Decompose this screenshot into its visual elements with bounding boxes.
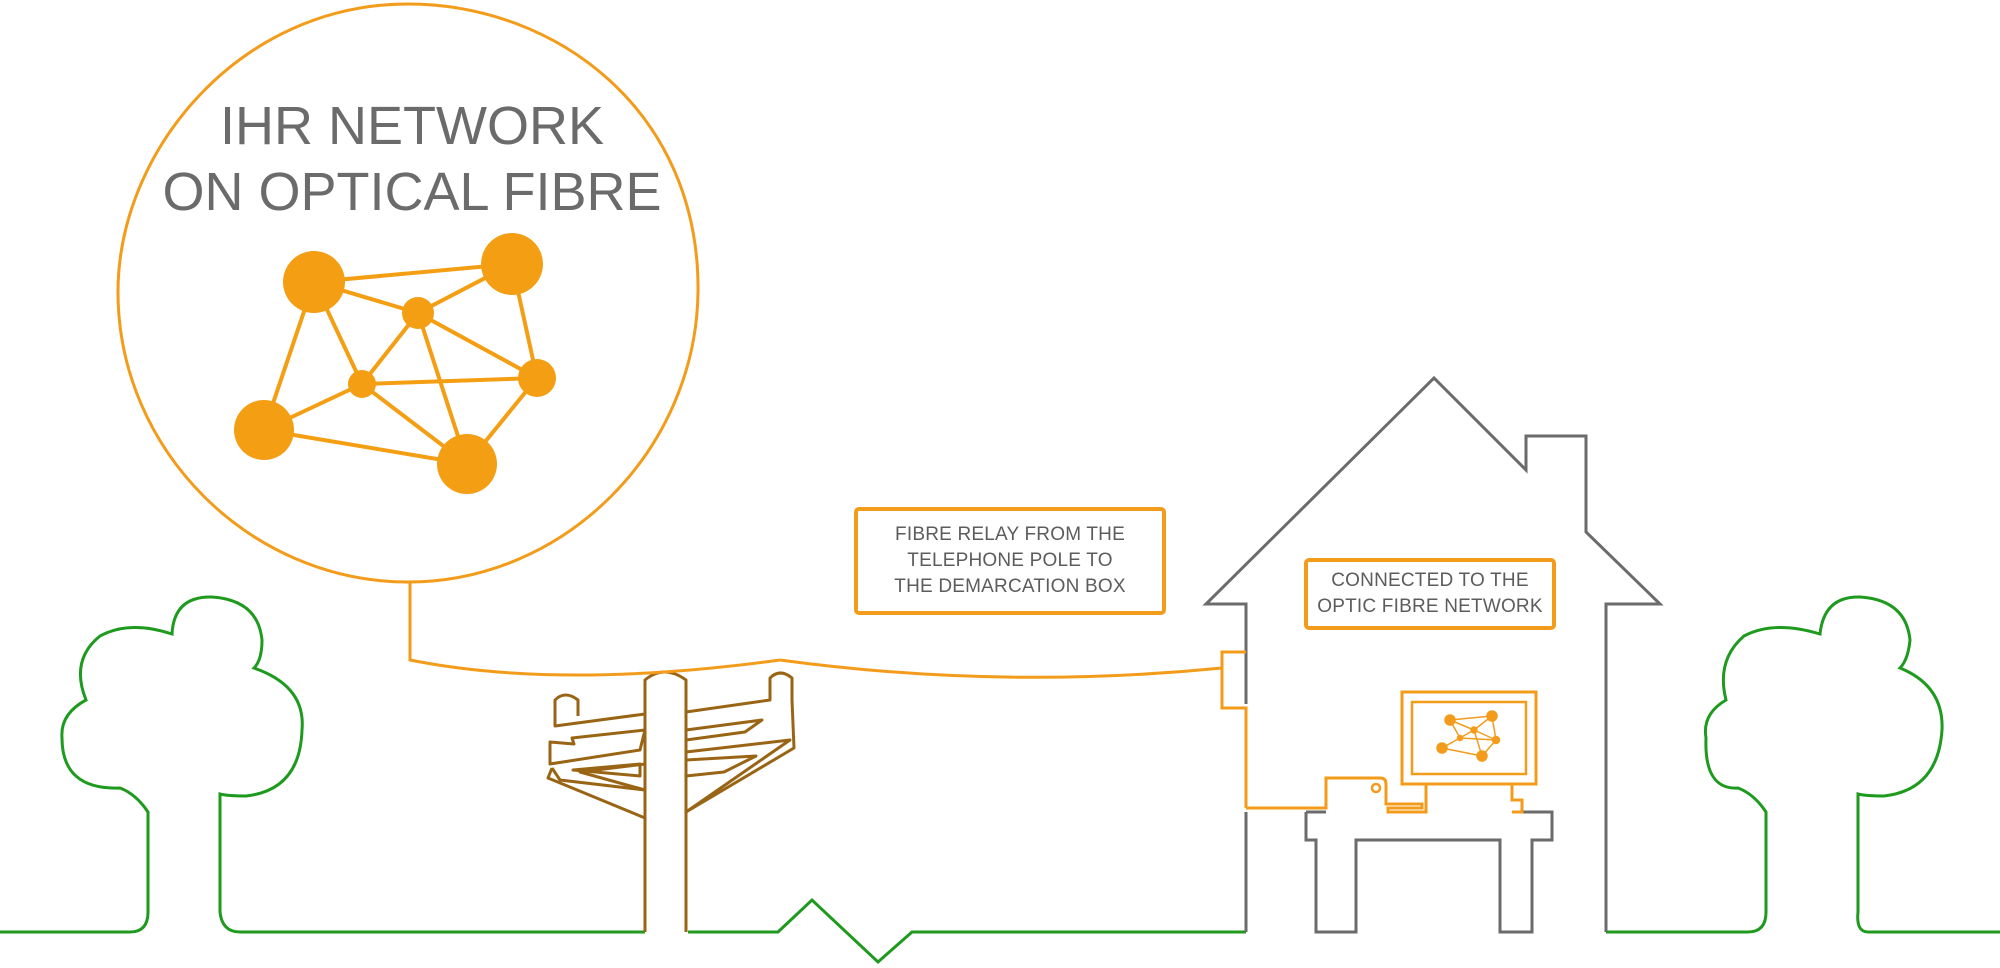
connected-callout-line-1: CONNECTED TO THE — [1331, 570, 1529, 591]
network-node — [283, 251, 345, 313]
telephone-pole-icon — [546, 670, 796, 932]
network-node — [348, 370, 376, 398]
desk-icon — [1304, 810, 1554, 934]
network-node — [437, 434, 497, 494]
mini-network-icon — [1436, 710, 1501, 762]
tree-icon — [1703, 595, 1944, 934]
fibre-relay-callout-line-1: FIBRE RELAY FROM THE — [895, 524, 1125, 545]
network-node — [518, 359, 556, 397]
fibre-cable — [408, 582, 1248, 808]
network-node — [234, 400, 294, 460]
network-circle — [116, 2, 700, 584]
ground-line — [0, 897, 2000, 965]
network-title-line-2: ON OPTICAL FIBRE — [162, 162, 661, 222]
network-node — [481, 233, 543, 295]
fibre-relay-callout-line-3: THE DEMARCATION BOX — [894, 576, 1126, 597]
network-title-line-1: IHR NETWORK — [220, 96, 604, 156]
network-node — [402, 297, 434, 329]
fibre-relay-callout-line-2: TELEPHONE POLE TO — [907, 550, 1113, 571]
fibre-relay-callout: FIBRE RELAY FROM THE TELEPHONE POLE TO T… — [854, 507, 1166, 615]
house-icon — [1202, 375, 1664, 932]
tree-icon — [60, 595, 304, 934]
connected-callout-line-2: OPTIC FIBRE NETWORK — [1317, 596, 1543, 617]
connected-callout: CONNECTED TO THE OPTIC FIBRE NETWORK — [1304, 558, 1556, 630]
computer-monitor-icon — [1246, 690, 1538, 814]
network-graph-icon — [234, 233, 556, 494]
